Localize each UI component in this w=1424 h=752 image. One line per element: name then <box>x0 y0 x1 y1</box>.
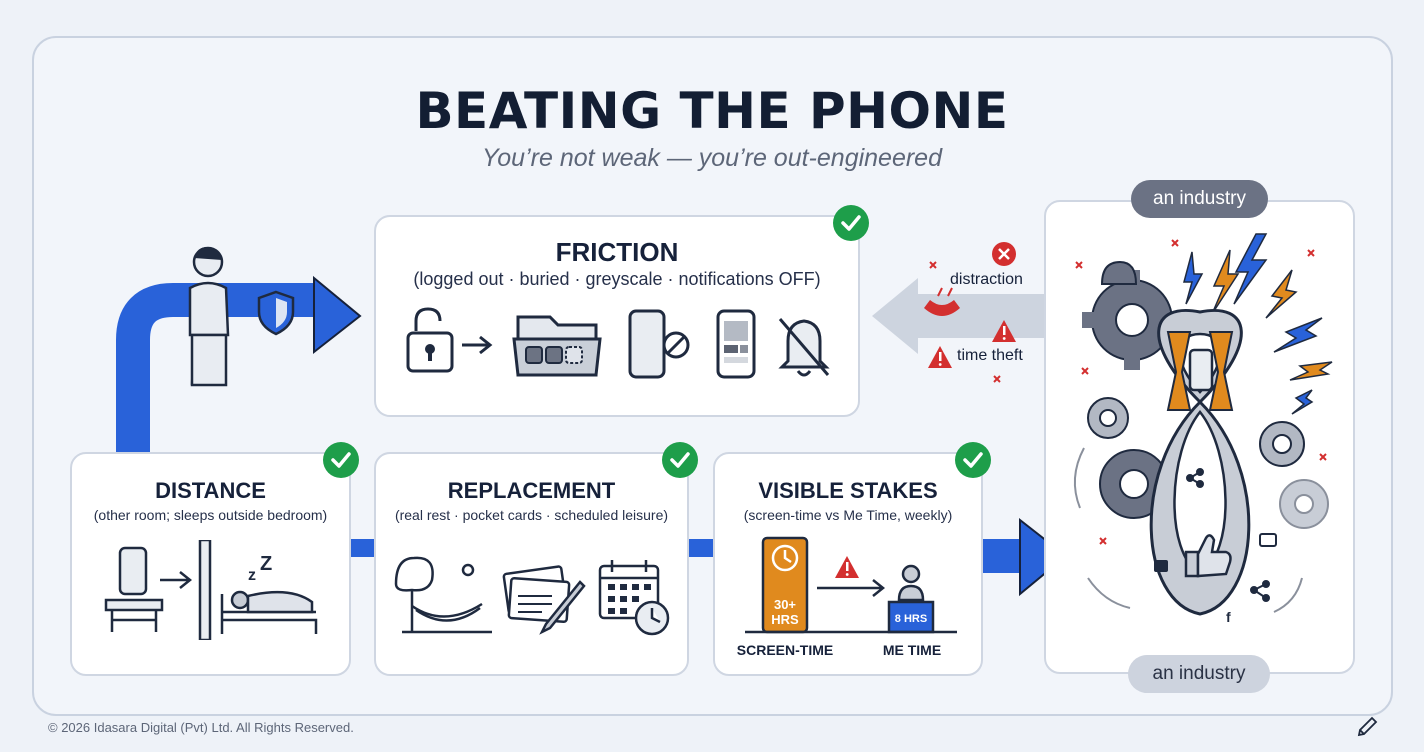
friction-card: FRICTION (logged out · buried · greyscal… <box>374 215 860 417</box>
unlocked-padlock-icon <box>406 307 454 373</box>
industry-bottom-label: an industry <box>1128 655 1270 693</box>
nightstand-icon <box>104 598 164 632</box>
person-figure <box>188 246 230 387</box>
stakes-card: VISIBLE STAKES (screen-time vs Me Time, … <box>713 452 983 676</box>
stakes-title: VISIBLE STAKES <box>758 478 938 503</box>
distraction-label: distraction <box>950 271 1023 288</box>
threat-markers <box>924 242 1016 383</box>
phone-icon <box>118 546 148 596</box>
shield-icon <box>257 290 295 336</box>
attention-machine-illustration: f <box>1073 233 1333 625</box>
chat-icon <box>1259 533 1277 547</box>
me-time-label: ME TIME <box>882 642 942 658</box>
check-icon <box>323 442 359 478</box>
broken-link-icon <box>924 287 960 316</box>
spark-icon <box>1075 239 1327 545</box>
replacement-subtitle: (real rest · pocket cards · scheduled le… <box>394 507 669 523</box>
copyright-notice: © 2026 Idasara Digital (Pvt) Ltd. All Ri… <box>48 720 354 735</box>
sleeping-person-icon <box>220 590 318 634</box>
share-icon <box>1186 468 1204 488</box>
gear-icon <box>1099 449 1169 519</box>
like-icon <box>1154 560 1168 572</box>
greyscale-phone-icon <box>716 309 756 379</box>
friction-subtitle: (logged out · buried · greyscale · notif… <box>413 269 821 289</box>
check-icon <box>662 442 698 478</box>
thumbs-up-icon <box>1184 534 1232 578</box>
notifications-off-icon <box>778 318 830 377</box>
replacement-icons <box>394 556 670 636</box>
alarm-icon <box>1100 260 1138 285</box>
check-icon <box>833 205 869 241</box>
screen-time-value: 30+ <box>773 597 797 612</box>
stakes-visual <box>745 536 957 634</box>
arrow-right-icon <box>160 571 193 589</box>
friction-icons <box>406 307 830 379</box>
lightning-icon <box>1183 233 1323 415</box>
time-theft-label: time theft <box>957 347 1023 364</box>
warning-icon <box>928 346 952 368</box>
me-time-value: 8 HRS <box>894 613 928 625</box>
spark-icon <box>929 261 1001 383</box>
tree-hammock-icon <box>394 556 492 634</box>
pen-nib-icon <box>1357 716 1378 737</box>
pocket-cards-icon <box>502 565 586 635</box>
check-icon <box>955 442 991 478</box>
warning-icon <box>835 556 859 578</box>
svg-text:Z: Z <box>260 553 272 575</box>
arrow-right-icon <box>462 335 493 355</box>
calendar-clock-icon <box>598 560 670 636</box>
industry-top-label: an industry <box>1131 180 1268 218</box>
screen-time-unit: HRS <box>771 612 799 627</box>
svg-text:f: f <box>1226 609 1231 625</box>
gear-icon <box>1087 397 1129 439</box>
replacement-title: REPLACEMENT <box>447 478 616 503</box>
distance-icons: z Z <box>104 540 318 640</box>
friction-title: FRICTION <box>555 237 679 267</box>
gear-icon <box>1279 479 1329 529</box>
gear-icon <box>1259 421 1305 467</box>
stakes-subtitle: (screen-time vs Me Time, weekly) <box>743 507 953 523</box>
distance-subtitle: (other room; sleeps outside bedroom) <box>93 507 328 523</box>
screen-time-label: SCREEN-TIME <box>736 642 834 658</box>
arrow-right-icon <box>817 579 886 597</box>
warning-icon <box>992 320 1016 342</box>
page-title: BEATING THE PHONE <box>415 82 1009 140</box>
clock-icon <box>771 544 799 572</box>
distance-title: DISTANCE <box>155 478 266 503</box>
error-icon <box>992 242 1016 266</box>
svg-text:z: z <box>248 567 256 584</box>
share-icon <box>1250 580 1270 602</box>
replacement-card: REPLACEMENT (real rest · pocket cards · … <box>374 452 689 676</box>
person-icon <box>897 564 925 602</box>
wall-icon <box>198 540 212 640</box>
page-subtitle: You’re not weak — you’re out-engineered <box>481 144 942 172</box>
gear-icon <box>1082 270 1182 370</box>
phone-blocked-icon <box>628 309 690 379</box>
folder-icon <box>512 315 602 377</box>
